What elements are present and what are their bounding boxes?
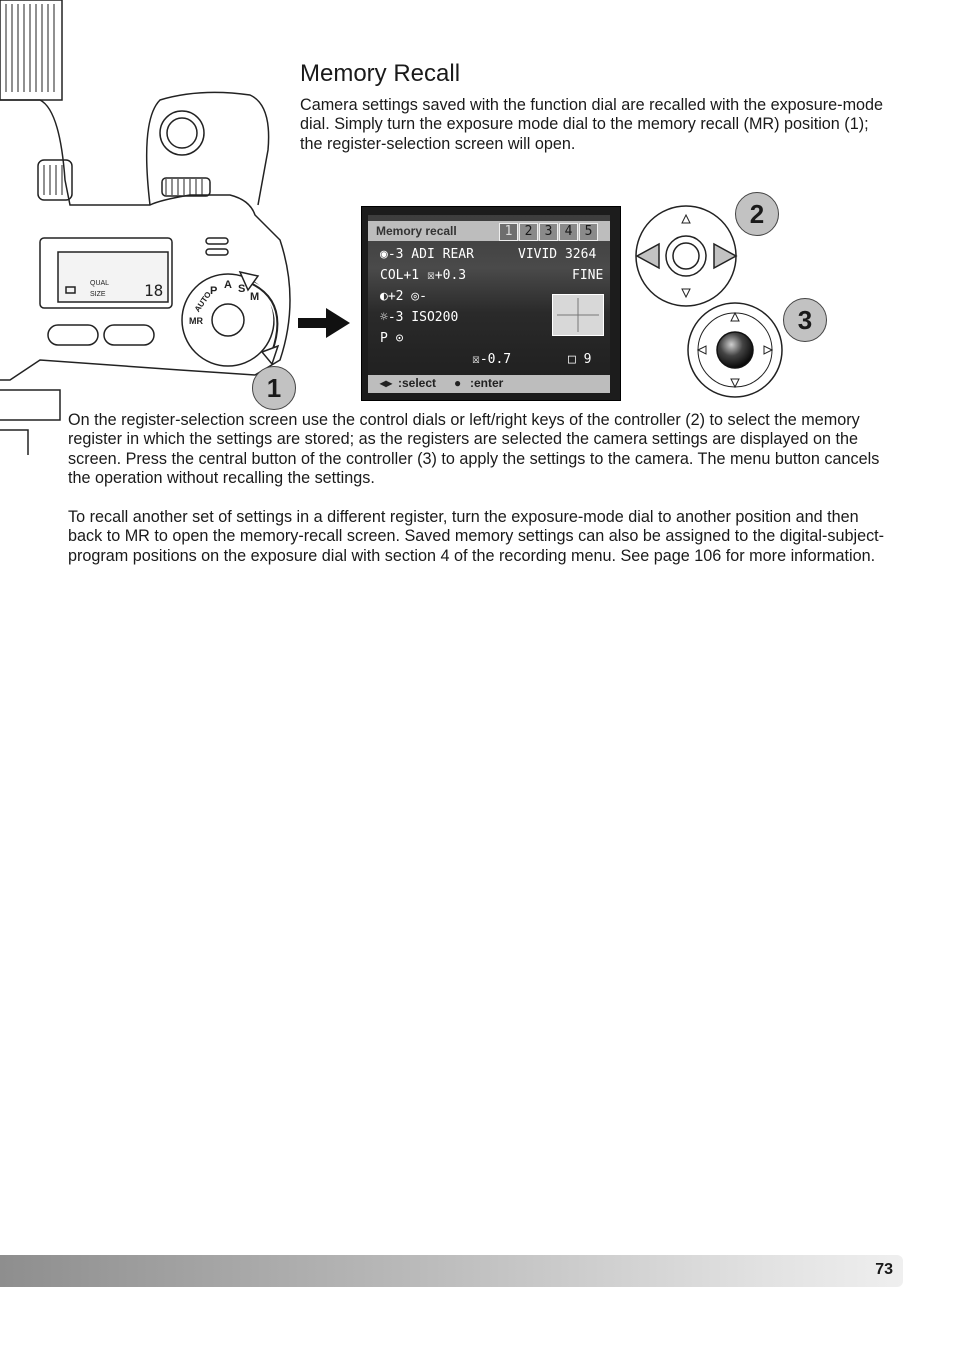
intro-paragraph: Camera settings saved with the function … <box>300 96 884 153</box>
register-4[interactable]: 4 <box>559 223 578 241</box>
lcd-footer-bar: ◂▸ :select ● :enter <box>368 375 610 393</box>
callout-2: 2 <box>735 192 779 236</box>
enter-dot-icon: ● <box>454 376 462 390</box>
camera-lcd-count: 18 <box>144 281 163 300</box>
dial-label-p: P <box>210 285 217 297</box>
lcd-header-bar: Memory recall 1 2 3 4 5 <box>368 221 610 241</box>
page-number: 73 <box>875 1261 893 1278</box>
register-5[interactable]: 5 <box>579 223 598 241</box>
body-paragraph-1: On the register-selection screen use the… <box>68 411 880 488</box>
lcd-row-6-right: □ 9 <box>568 352 592 367</box>
lcd-row-2: COL+1 ☒+0.3 <box>380 268 467 283</box>
lcd-title: Memory recall <box>376 224 457 238</box>
camera-lcd-qual: QUAL <box>90 280 109 287</box>
callout-3: 3 <box>783 298 827 342</box>
controller-center-illustration <box>687 302 783 398</box>
lcd-enter-hint: :enter <box>470 376 504 390</box>
memory-recall-screen: Memory recall 1 2 3 4 5 ◉-3 ADI REAR VIV… <box>361 206 621 401</box>
lcd-row-4: ☼-3 ISO200 <box>380 310 459 325</box>
register-2[interactable]: 2 <box>519 223 538 241</box>
dial-label-s: S <box>238 283 245 295</box>
dial-label-a: A <box>224 279 232 291</box>
dial-label-m: M <box>250 291 259 303</box>
callout-1: 1 <box>252 366 296 410</box>
lcd-row-1-right: VIVID 3264 <box>518 247 597 262</box>
select-arrows-icon: ◂▸ <box>380 376 393 390</box>
dial-label-mr: MR <box>189 316 203 326</box>
register-1[interactable]: 1 <box>499 223 518 241</box>
body-paragraph-2: To recall another set of settings in a d… <box>68 508 885 565</box>
register-3[interactable]: 3 <box>539 223 558 241</box>
lcd-select-hint: :select <box>398 376 437 390</box>
lcd-row-1: ◉-3 ADI REAR <box>380 247 474 262</box>
lcd-row-6-left: ☒-0.7 <box>472 352 512 367</box>
focus-preview-box <box>552 294 604 336</box>
footer-bar: 73 <box>0 1255 903 1287</box>
lcd-row-3: ◐+2 ◎- <box>380 289 427 304</box>
camera-illustration: QUAL SIZE 18 AUTO P A S M MR <box>0 0 291 455</box>
camera-lcd-size: SIZE <box>90 291 106 298</box>
controller-left-right-illustration <box>635 205 738 307</box>
page-title: Memory Recall <box>300 60 461 87</box>
lcd-row-2-right: FINE <box>572 268 604 283</box>
arrow-right-icon <box>298 308 350 338</box>
lcd-row-5: P ⊙ <box>380 331 404 346</box>
